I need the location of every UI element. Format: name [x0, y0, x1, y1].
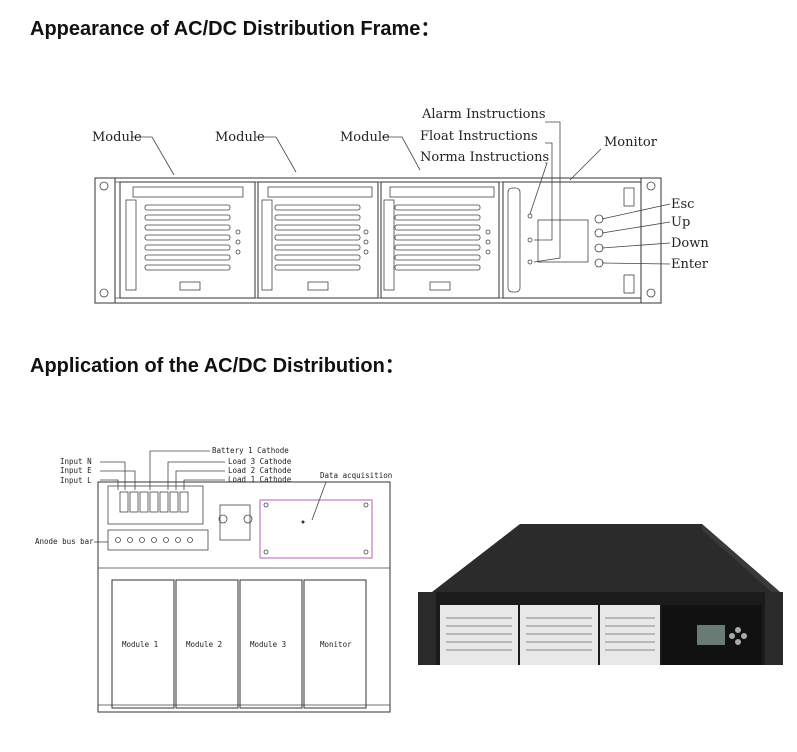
label-data-acquisition: Data acquisition	[320, 471, 392, 480]
module-unit-1	[119, 181, 256, 299]
label-down: Down	[671, 236, 709, 251]
photo-module-2	[520, 605, 598, 665]
label-slot-module-3: Module 3	[250, 640, 286, 649]
wiring-chassis	[97, 481, 391, 713]
label-slot-module-1: Module 1	[122, 640, 158, 649]
rack-ear-left	[418, 592, 436, 665]
terminal-block	[115, 491, 193, 543]
module-unit-3	[380, 181, 500, 299]
label-module-1: Module	[92, 130, 142, 145]
label-battery-1-cathode: Battery 1 Cathode	[212, 446, 289, 455]
photo-monitor	[662, 605, 762, 665]
label-up: Up	[671, 215, 690, 230]
module-slots	[111, 579, 367, 709]
photo-module-3	[600, 605, 660, 665]
module-unit-2	[257, 181, 379, 299]
label-module-3: Module	[340, 130, 390, 145]
label-slot-module-2: Module 2	[186, 640, 222, 649]
label-float-instructions: Float Instructions	[420, 129, 538, 144]
label-anode-bus-bar: Anode bus bar	[35, 537, 94, 546]
label-norma-instructions: Norma Instructions	[420, 150, 549, 165]
label-input-n: Input N	[60, 457, 92, 466]
label-module-2: Module	[215, 130, 265, 145]
label-alarm-instructions: Alarm Instructions	[421, 107, 546, 122]
label-slot-monitor: Monitor	[320, 640, 352, 649]
label-load-1-cathode: Load 1 Cathode	[228, 475, 292, 484]
photo-module-1	[440, 605, 518, 665]
label-monitor: Monitor	[604, 135, 658, 150]
label-input-l: Input L	[60, 476, 92, 485]
heading-application: Application of the AC/DC Distribution：	[30, 355, 405, 377]
label-input-e: Input E	[60, 466, 92, 475]
label-enter: Enter	[671, 257, 709, 272]
label-esc: Esc	[671, 197, 694, 212]
label-load-2-cathode: Load 2 Cathode	[228, 466, 292, 475]
monitor-panel	[502, 181, 642, 299]
rack-ear-right	[765, 592, 783, 665]
heading-appearance: Appearance of AC/DC Distribution Frame：	[30, 18, 441, 40]
label-load-3-cathode: Load 3 Cathode	[228, 457, 292, 466]
wiring-callout-lines	[94, 450, 327, 543]
callout-lines	[131, 121, 671, 265]
